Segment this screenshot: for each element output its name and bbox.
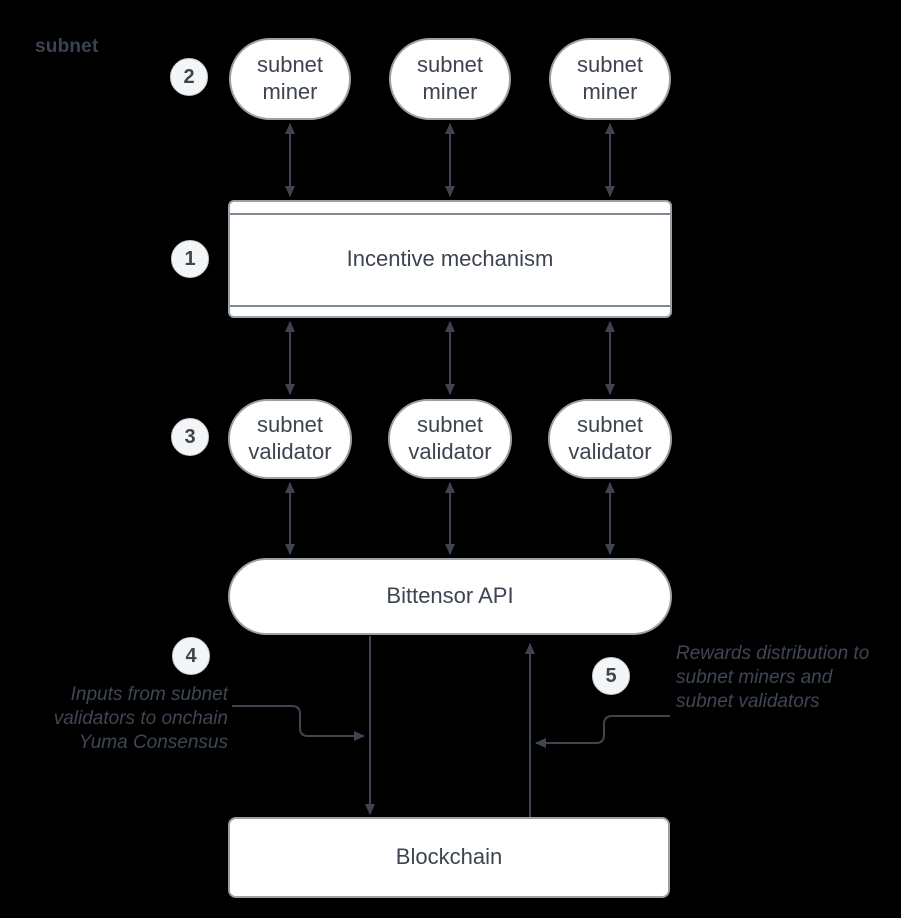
step-badge-5: 5 — [592, 657, 630, 695]
subnet-miner-node-3: subnet miner — [549, 38, 671, 120]
subnet-validator-label: subnet validator — [408, 412, 492, 464]
step-badge-4-label: 4 — [185, 644, 197, 667]
blockchain-node: Blockchain — [228, 817, 670, 898]
step-badge-1-label: 1 — [184, 247, 196, 270]
step-badge-1: 1 — [171, 240, 209, 278]
incentive-mechanism-node: Incentive mechanism — [228, 200, 672, 318]
step-badge-5-label: 5 — [605, 664, 617, 687]
subnet-miner-label: subnet miner — [256, 52, 324, 104]
subnet-validator-node-2: subnet validator — [388, 399, 512, 479]
step-badge-2-label: 2 — [183, 65, 195, 88]
subnet-group-label: subnet — [35, 36, 99, 57]
subnet-miner-label: subnet miner — [416, 52, 484, 104]
rewards-annotation: Rewards distribution to subnet miners an… — [676, 643, 870, 713]
step-badge-3: 3 — [171, 418, 209, 456]
step-badge-4: 4 — [172, 637, 210, 675]
subnet-miner-node-2: subnet miner — [389, 38, 511, 120]
bittensor-api-node: Bittensor API — [228, 558, 672, 635]
subnet-miner-node-1: subnet miner — [229, 38, 351, 120]
incentive-mechanism-label: Incentive mechanism — [346, 245, 554, 271]
step-badge-2: 2 — [170, 58, 208, 96]
blockchain-label: Blockchain — [395, 844, 503, 870]
inputs-annotation: Inputs from subnet validators to onchain… — [53, 684, 228, 754]
subnet-miner-label: subnet miner — [576, 52, 644, 104]
subnet-validator-label: subnet validator — [568, 412, 652, 464]
connector-rewards-annotation — [535, 715, 670, 748]
subnet-validator-node-1: subnet validator — [228, 399, 352, 479]
step-badge-3-label: 3 — [184, 425, 196, 448]
incentive-top-divider — [230, 213, 670, 215]
subnet-validator-label: subnet validator — [248, 412, 332, 464]
bittensor-api-label: Bittensor API — [386, 583, 514, 609]
incentive-bottom-divider — [230, 305, 670, 307]
subnet-validator-node-3: subnet validator — [548, 399, 672, 479]
connector-inputs-annotation — [232, 705, 365, 741]
